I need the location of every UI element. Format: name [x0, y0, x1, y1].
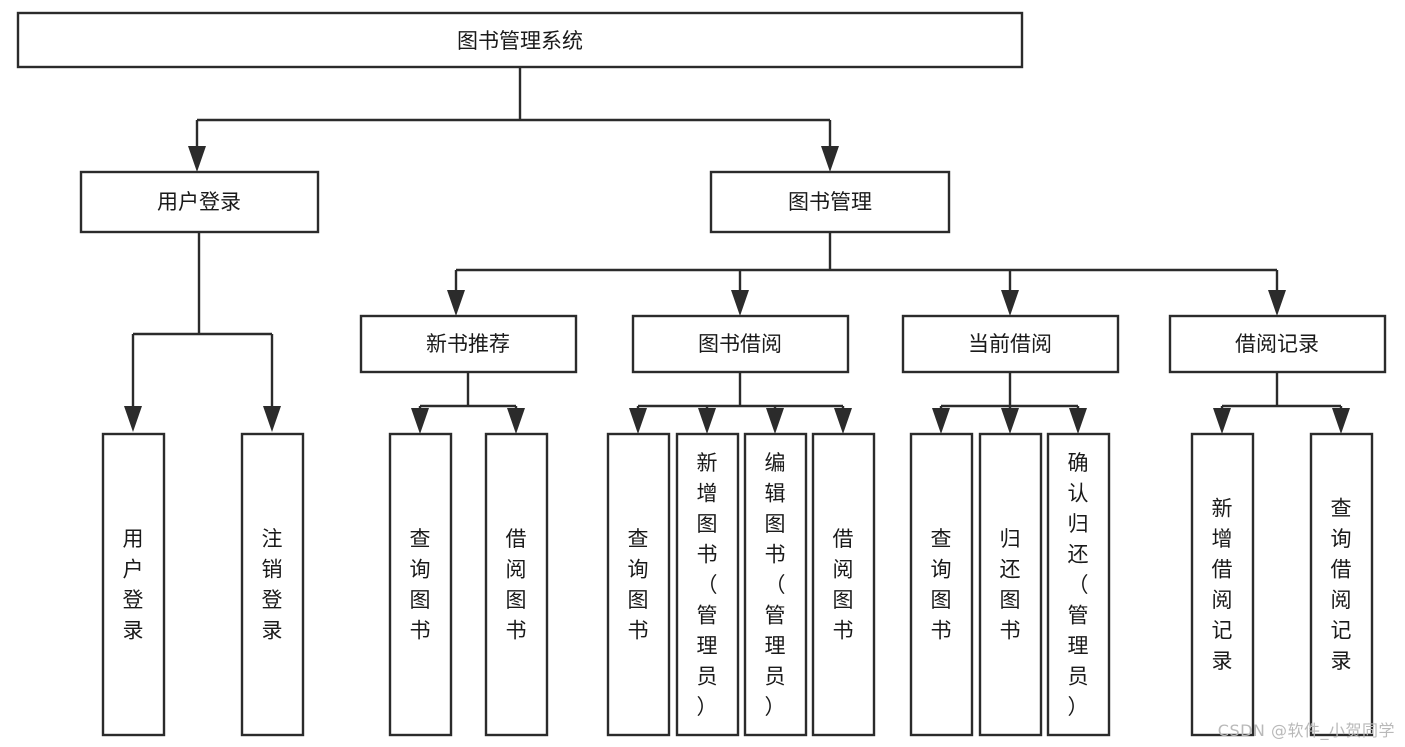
node-leaf-edit-book[interactable]: 编辑图书（管理员） — [743, 432, 808, 737]
node-leaf-add-record-label: 新增借阅记录 — [1212, 497, 1233, 674]
node-root[interactable]: 图书管理系统 — [16, 11, 1024, 69]
node-leaf-borrow-book-1-label: 借阅图书 — [506, 527, 527, 643]
node-user-login-label: 用户登录 — [157, 190, 241, 214]
node-book-borrow-box[interactable] — [631, 314, 850, 374]
node-new-book-rec[interactable]: 新书推荐 — [359, 314, 578, 374]
node-leaf-query-record-label: 查询借阅记录 — [1331, 497, 1352, 674]
node-leaf-query-book-1-label: 查询图书 — [410, 527, 431, 643]
arrowhead-to-leaf-confirm-return — [1069, 408, 1087, 434]
node-borrow-record-label: 借阅记录 — [1235, 332, 1319, 356]
node-current-borrow-box[interactable] — [901, 314, 1120, 374]
node-book-borrow-label: 图书借阅 — [698, 332, 782, 356]
node-leaf-return-book-label: 归还图书 — [1000, 527, 1021, 643]
arrowhead-to-book-borrow — [731, 290, 749, 316]
node-leaf-user-login-label: 用户登录 — [123, 527, 144, 643]
node-leaf-edit-book-box[interactable] — [743, 432, 808, 737]
node-current-borrow[interactable]: 当前借阅 — [901, 314, 1120, 374]
arrowhead-to-leaf-edit-book — [766, 408, 784, 434]
node-borrow-record-box[interactable] — [1168, 314, 1387, 374]
node-leaf-edit-book-label: 编辑图书（管理员） — [765, 451, 786, 719]
node-book-borrow[interactable]: 图书借阅 — [631, 314, 850, 374]
node-book-manage-label: 图书管理 — [788, 190, 872, 214]
node-borrow-record[interactable]: 借阅记录 — [1168, 314, 1387, 374]
arrowhead-to-leaf-query-record — [1332, 408, 1350, 434]
csdn-watermark: CSDN @软件_小贺同学 — [1217, 721, 1395, 740]
node-leaf-query-book-2-box[interactable] — [606, 432, 671, 737]
arrowhead-to-leaf-add-record — [1213, 408, 1231, 434]
connector-newbookrec-to-leaves — [418, 372, 518, 412]
arrowhead-to-borrow-record — [1268, 290, 1286, 316]
node-root-box[interactable] — [16, 11, 1024, 69]
arrowhead-to-leaf-user-login — [124, 406, 142, 432]
node-root-label: 图书管理系统 — [457, 29, 583, 53]
node-leaf-borrow-book-2-label: 借阅图书 — [833, 527, 854, 643]
node-leaf-query-book-3-label: 查询图书 — [931, 527, 952, 643]
connector-userlogin-to-leaves — [131, 232, 274, 408]
node-leaf-confirm-return[interactable]: 确认归还（管理员） — [1046, 432, 1111, 737]
node-leaf-add-book-label: 新增图书（管理员） — [697, 451, 718, 719]
node-leaf-query-book-1-box[interactable] — [388, 432, 453, 737]
node-leaf-logout-label: 注销登录 — [262, 527, 283, 643]
node-leaf-query-book-3[interactable]: 查询图书 — [909, 432, 974, 737]
node-leaf-query-record-box[interactable] — [1309, 432, 1374, 737]
node-leaf-borrow-book-1[interactable]: 借阅图书 — [484, 432, 549, 737]
connector-layer — [124, 67, 1350, 434]
arrowhead-to-leaf-query-book-3 — [932, 408, 950, 434]
node-leaf-query-record[interactable]: 查询借阅记录 — [1309, 432, 1374, 737]
connector-bookborrow-to-leaves — [636, 372, 845, 412]
node-leaf-query-book-1[interactable]: 查询图书 — [388, 432, 453, 737]
node-leaf-add-book[interactable]: 新增图书（管理员） — [675, 432, 740, 737]
node-new-book-rec-box[interactable] — [359, 314, 578, 374]
node-leaf-borrow-book-2[interactable]: 借阅图书 — [811, 432, 876, 737]
node-leaf-confirm-return-box[interactable] — [1046, 432, 1111, 737]
arrowhead-to-leaf-logout — [263, 406, 281, 432]
node-leaf-add-record-box[interactable] — [1190, 432, 1255, 737]
node-current-borrow-label: 当前借阅 — [968, 332, 1052, 356]
node-leaf-add-record[interactable]: 新增借阅记录 — [1190, 432, 1255, 737]
node-leaf-borrow-book-1-box[interactable] — [484, 432, 549, 737]
node-leaf-query-book-3-box[interactable] — [909, 432, 974, 737]
arrowhead-to-leaf-query-book-1 — [411, 408, 429, 434]
node-layer: 图书管理系统 用户登录 图书管理 新书推荐 图书借阅 — [16, 11, 1387, 737]
arrowhead-to-leaf-add-book — [698, 408, 716, 434]
connector-currentborrow-to-leaves — [939, 372, 1080, 412]
node-new-book-rec-label: 新书推荐 — [426, 332, 510, 356]
arrowhead-to-user-login — [188, 146, 206, 172]
arrowhead-to-leaf-return-book — [1001, 408, 1019, 434]
connector-bookmanage-to-level2 — [454, 232, 1279, 292]
node-leaf-return-book-box[interactable] — [978, 432, 1043, 737]
node-leaf-logout[interactable]: 注销登录 — [240, 432, 305, 737]
arrowhead-to-new-book-rec — [447, 290, 465, 316]
arrowhead-to-book-manage — [821, 146, 839, 172]
node-user-login[interactable]: 用户登录 — [79, 170, 320, 234]
arrowhead-to-leaf-borrow-book-2 — [834, 408, 852, 434]
node-leaf-query-book-2-label: 查询图书 — [628, 527, 649, 643]
arrowhead-to-current-borrow — [1001, 290, 1019, 316]
connector-root-to-level1 — [195, 67, 832, 148]
connector-borrowrecord-to-leaves — [1220, 372, 1343, 412]
node-book-manage[interactable]: 图书管理 — [709, 170, 951, 234]
node-leaf-user-login[interactable]: 用户登录 — [101, 432, 166, 737]
arrowhead-to-leaf-borrow-book-1 — [507, 408, 525, 434]
node-leaf-add-book-box[interactable] — [675, 432, 740, 737]
node-leaf-borrow-book-2-box[interactable] — [811, 432, 876, 737]
arrowhead-to-leaf-query-book-2 — [629, 408, 647, 434]
node-leaf-confirm-return-label: 确认归还（管理员） — [1068, 451, 1089, 719]
node-user-login-box[interactable] — [79, 170, 320, 234]
node-leaf-logout-box[interactable] — [240, 432, 305, 737]
node-leaf-return-book[interactable]: 归还图书 — [978, 432, 1043, 737]
node-leaf-query-book-2[interactable]: 查询图书 — [606, 432, 671, 737]
node-book-manage-box[interactable] — [709, 170, 951, 234]
node-leaf-user-login-box[interactable] — [101, 432, 166, 737]
